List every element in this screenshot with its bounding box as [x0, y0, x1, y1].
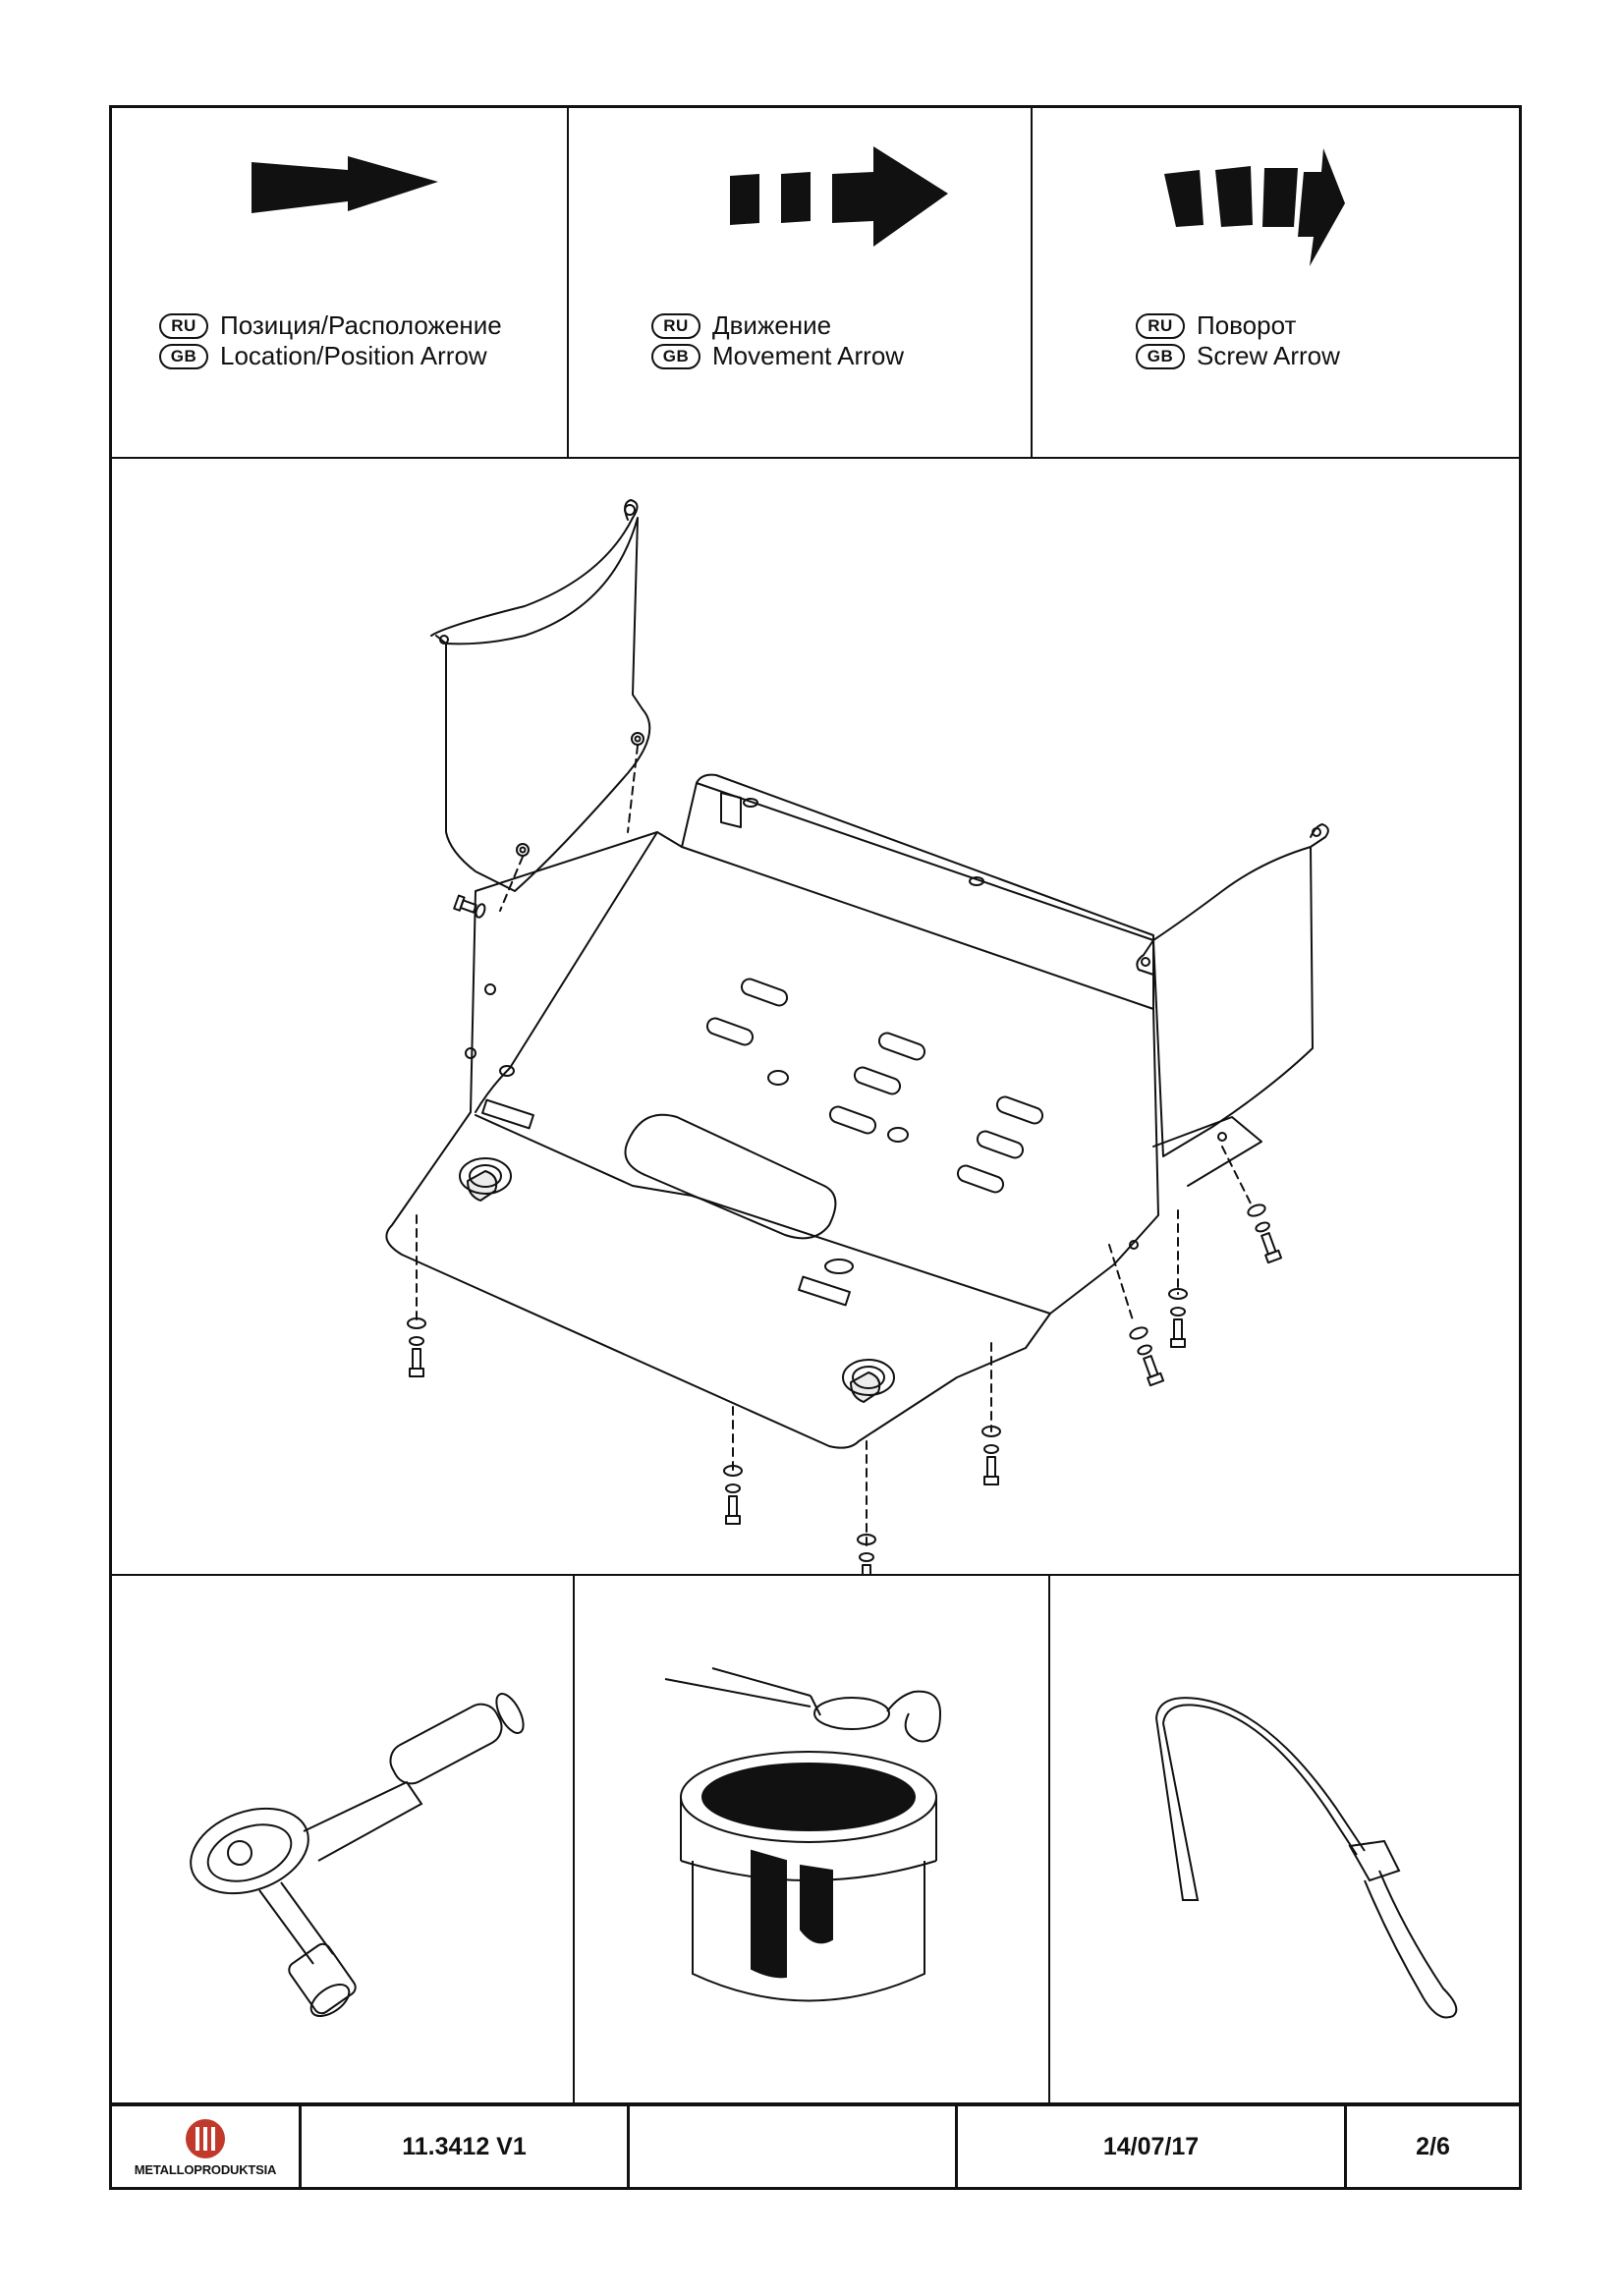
legend-cell-location: RU Позиция/Расположение GB Location/Posi…: [112, 108, 567, 457]
legend-cell-screw: RU Поворот GB Screw Arrow: [1031, 108, 1525, 457]
legend-gb-label: Location/Position Arrow: [220, 341, 487, 370]
gb-badge: GB: [651, 343, 700, 369]
tool-cell-paint: [573, 1576, 1048, 2102]
movement-arrow-icon: [730, 146, 948, 247]
bolt-set: [407, 894, 1283, 1574]
legend-text-movement: RU Движение GB Movement Arrow: [651, 310, 904, 371]
ru-badge: RU: [1136, 312, 1185, 339]
required-tools-row: [112, 1576, 1519, 2102]
metalloproduktsia-logo-icon: [186, 2118, 225, 2158]
legend-gb-label: Screw Arrow: [1197, 341, 1340, 370]
skid-plate-assembly-drawing: [112, 459, 1519, 1576]
legend-text-screw: RU Поворот GB Screw Arrow: [1136, 310, 1340, 371]
instruction-sheet: RU Позиция/Расположение GB Location/Posi…: [109, 105, 1522, 2190]
ru-badge: RU: [651, 312, 700, 339]
right-bracket: [1129, 823, 1329, 1250]
left-bracket: [430, 499, 651, 892]
tool-cell-ratchet: [112, 1576, 573, 2102]
ru-badge: RU: [159, 312, 208, 339]
fastening-lines: [416, 1146, 1253, 1550]
rear-rail: [681, 773, 1154, 1010]
legend-cell-movement: RU Движение GB Movement Arrow: [567, 108, 1031, 457]
ratchet-wrench-icon: [190, 1693, 525, 2017]
legend-ru-label: Движение: [712, 310, 832, 340]
screw-arrow-icon: [1164, 148, 1345, 266]
date-field: 14/07/17: [955, 2106, 1344, 2187]
tool-cell-wire: [1048, 1576, 1525, 2102]
arrow-legend-row: RU Позиция/Расположение GB Location/Posi…: [112, 108, 1519, 459]
skid-plate-diagram: [385, 499, 1329, 1574]
paint-can-brush-icon: [664, 1667, 942, 2002]
legend-gb-label: Movement Arrow: [712, 341, 905, 370]
part-code: 11.3412 V1: [299, 2106, 627, 2187]
gb-badge: GB: [1136, 343, 1185, 369]
logo-cell: METALLOPRODUKTSIA: [112, 2106, 299, 2187]
wire-pull-tool-icon: [1155, 1697, 1458, 2019]
location-arrow-icon: [252, 156, 438, 213]
legend-ru-label: Поворот: [1197, 310, 1297, 340]
page-number: 2/6: [1344, 2106, 1519, 2187]
gb-badge: GB: [159, 343, 208, 369]
title-block: METALLOPRODUKTSIA 11.3412 V1 14/07/17 2/…: [112, 2102, 1519, 2187]
main-plate: [385, 831, 1159, 1449]
logo-text: METALLOPRODUKTSIA: [134, 2161, 277, 2177]
legend-ru-label: Позиция/Расположение: [220, 310, 502, 340]
blank-field: [627, 2106, 955, 2187]
legend-text-location: RU Позиция/Расположение GB Location/Posi…: [159, 310, 502, 371]
